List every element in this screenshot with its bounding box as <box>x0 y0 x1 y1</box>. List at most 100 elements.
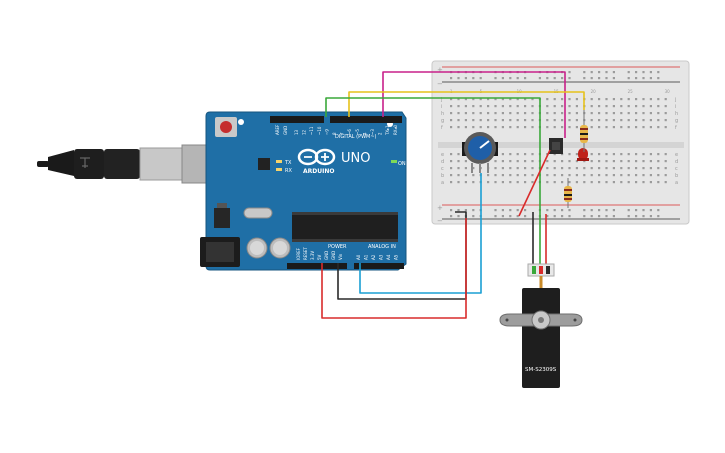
breadboard-hole <box>642 181 645 184</box>
breadboard-hole <box>635 167 638 170</box>
breadboard-hole <box>501 119 504 122</box>
breadboard-hole <box>620 181 623 184</box>
breadboard-hole <box>464 181 467 184</box>
breadboard-hole <box>568 98 571 101</box>
breadboard-hole <box>494 160 497 163</box>
breadboard-hole <box>501 77 504 80</box>
on-label: ON <box>398 161 406 167</box>
breadboard-row-letter: a <box>675 180 678 186</box>
gnd-label: GND <box>283 126 288 135</box>
breadboard-hole <box>649 112 652 115</box>
breadboard-hole <box>501 181 504 184</box>
breadboard-hole <box>457 215 460 218</box>
breadboard-hole <box>620 112 623 115</box>
breadboard-hole <box>457 119 460 122</box>
breadboard-hole <box>590 181 593 184</box>
breadboard-hole <box>472 181 475 184</box>
breadboard-hole <box>657 167 660 170</box>
breadboard-hole <box>509 153 512 156</box>
breadboard-hole <box>657 77 660 80</box>
breadboard-hole <box>598 105 601 108</box>
breadboard-hole <box>605 181 608 184</box>
breadboard-hole <box>553 105 556 108</box>
breadboard-hole <box>501 215 504 218</box>
breadboard-hole <box>635 105 638 108</box>
digital-pin-label: ~10 <box>317 126 322 135</box>
breadboard-hole <box>642 215 645 218</box>
power-pin-label: GND <box>331 251 336 260</box>
breadboard-hole <box>590 105 593 108</box>
aref-label: AREF <box>275 124 280 135</box>
breadboard-hole <box>553 126 556 129</box>
breadboard-hole <box>590 153 593 156</box>
breadboard-hole <box>509 98 512 101</box>
breadboard-hole <box>553 209 556 212</box>
breadboard-hole <box>501 112 504 115</box>
breadboard-hole <box>501 126 504 129</box>
breadboard-column-number: 20 <box>591 89 597 94</box>
breadboard-hole <box>524 181 527 184</box>
breadboard-hole <box>635 174 638 177</box>
breadboard-hole <box>546 77 549 80</box>
breadboard-hole <box>516 209 519 212</box>
breadboard-hole <box>627 153 630 156</box>
breadboard-hole <box>472 98 475 101</box>
servo-label: SM-S2309S <box>525 367 557 373</box>
breadboard-hole <box>516 98 519 101</box>
breadboard-hole <box>561 215 564 218</box>
breadboard-hole <box>561 126 564 129</box>
breadboard-hole <box>553 215 556 218</box>
breadboard-hole <box>627 119 630 122</box>
breadboard-hole <box>531 167 534 170</box>
breadboard-hole <box>657 119 660 122</box>
breadboard-hole <box>501 153 504 156</box>
breadboard-hole <box>664 153 667 156</box>
breadboard-hole <box>642 209 645 212</box>
breadboard-hole <box>553 153 556 156</box>
breadboard-hole <box>457 98 460 101</box>
breadboard-hole <box>501 160 504 163</box>
breadboard-hole <box>457 105 460 108</box>
breadboard-hole <box>472 209 475 212</box>
analog-pin-label: A2 <box>371 254 376 260</box>
breadboard-hole <box>590 126 593 129</box>
pushbutton <box>549 138 563 154</box>
breadboard-hole <box>657 174 660 177</box>
breadboard-hole <box>561 209 564 212</box>
breadboard-hole <box>546 126 549 129</box>
voltage-regulator <box>214 208 230 228</box>
breadboard-hole <box>627 112 630 115</box>
breadboard-hole <box>612 119 615 122</box>
breadboard-row-letter: c <box>675 166 678 172</box>
analog-pin-label: A0 <box>356 254 361 260</box>
breadboard-hole <box>642 77 645 80</box>
breadboard-hole <box>605 112 608 115</box>
breadboard-hole <box>642 153 645 156</box>
breadboard-hole <box>450 77 453 80</box>
breadboard-hole <box>516 77 519 80</box>
arduino-logo-icon <box>297 148 336 166</box>
wire-red <box>321 218 467 319</box>
breadboard-hole <box>627 215 630 218</box>
power-header <box>287 263 347 269</box>
breadboard-hole <box>487 98 490 101</box>
breadboard-hole <box>575 167 578 170</box>
breadboard-hole <box>649 126 652 129</box>
breadboard-hole <box>590 71 593 74</box>
power-pin-label: RESET <box>303 247 308 260</box>
breadboard-hole <box>524 153 527 156</box>
breadboard-row-letter: f <box>675 125 677 131</box>
breadboard-hole <box>605 160 608 163</box>
digital-pin-label: 7 <box>340 132 345 135</box>
breadboard-hole <box>524 126 527 129</box>
breadboard-hole <box>546 160 549 163</box>
breadboard-hole <box>509 119 512 122</box>
power-pin-label: Vin <box>338 253 343 260</box>
breadboard-hole <box>657 215 660 218</box>
breadboard-hole <box>531 126 534 129</box>
breadboard-hole <box>546 174 549 177</box>
breadboard-hole <box>472 112 475 115</box>
breadboard-hole <box>479 98 482 101</box>
breadboard-hole <box>464 77 467 80</box>
